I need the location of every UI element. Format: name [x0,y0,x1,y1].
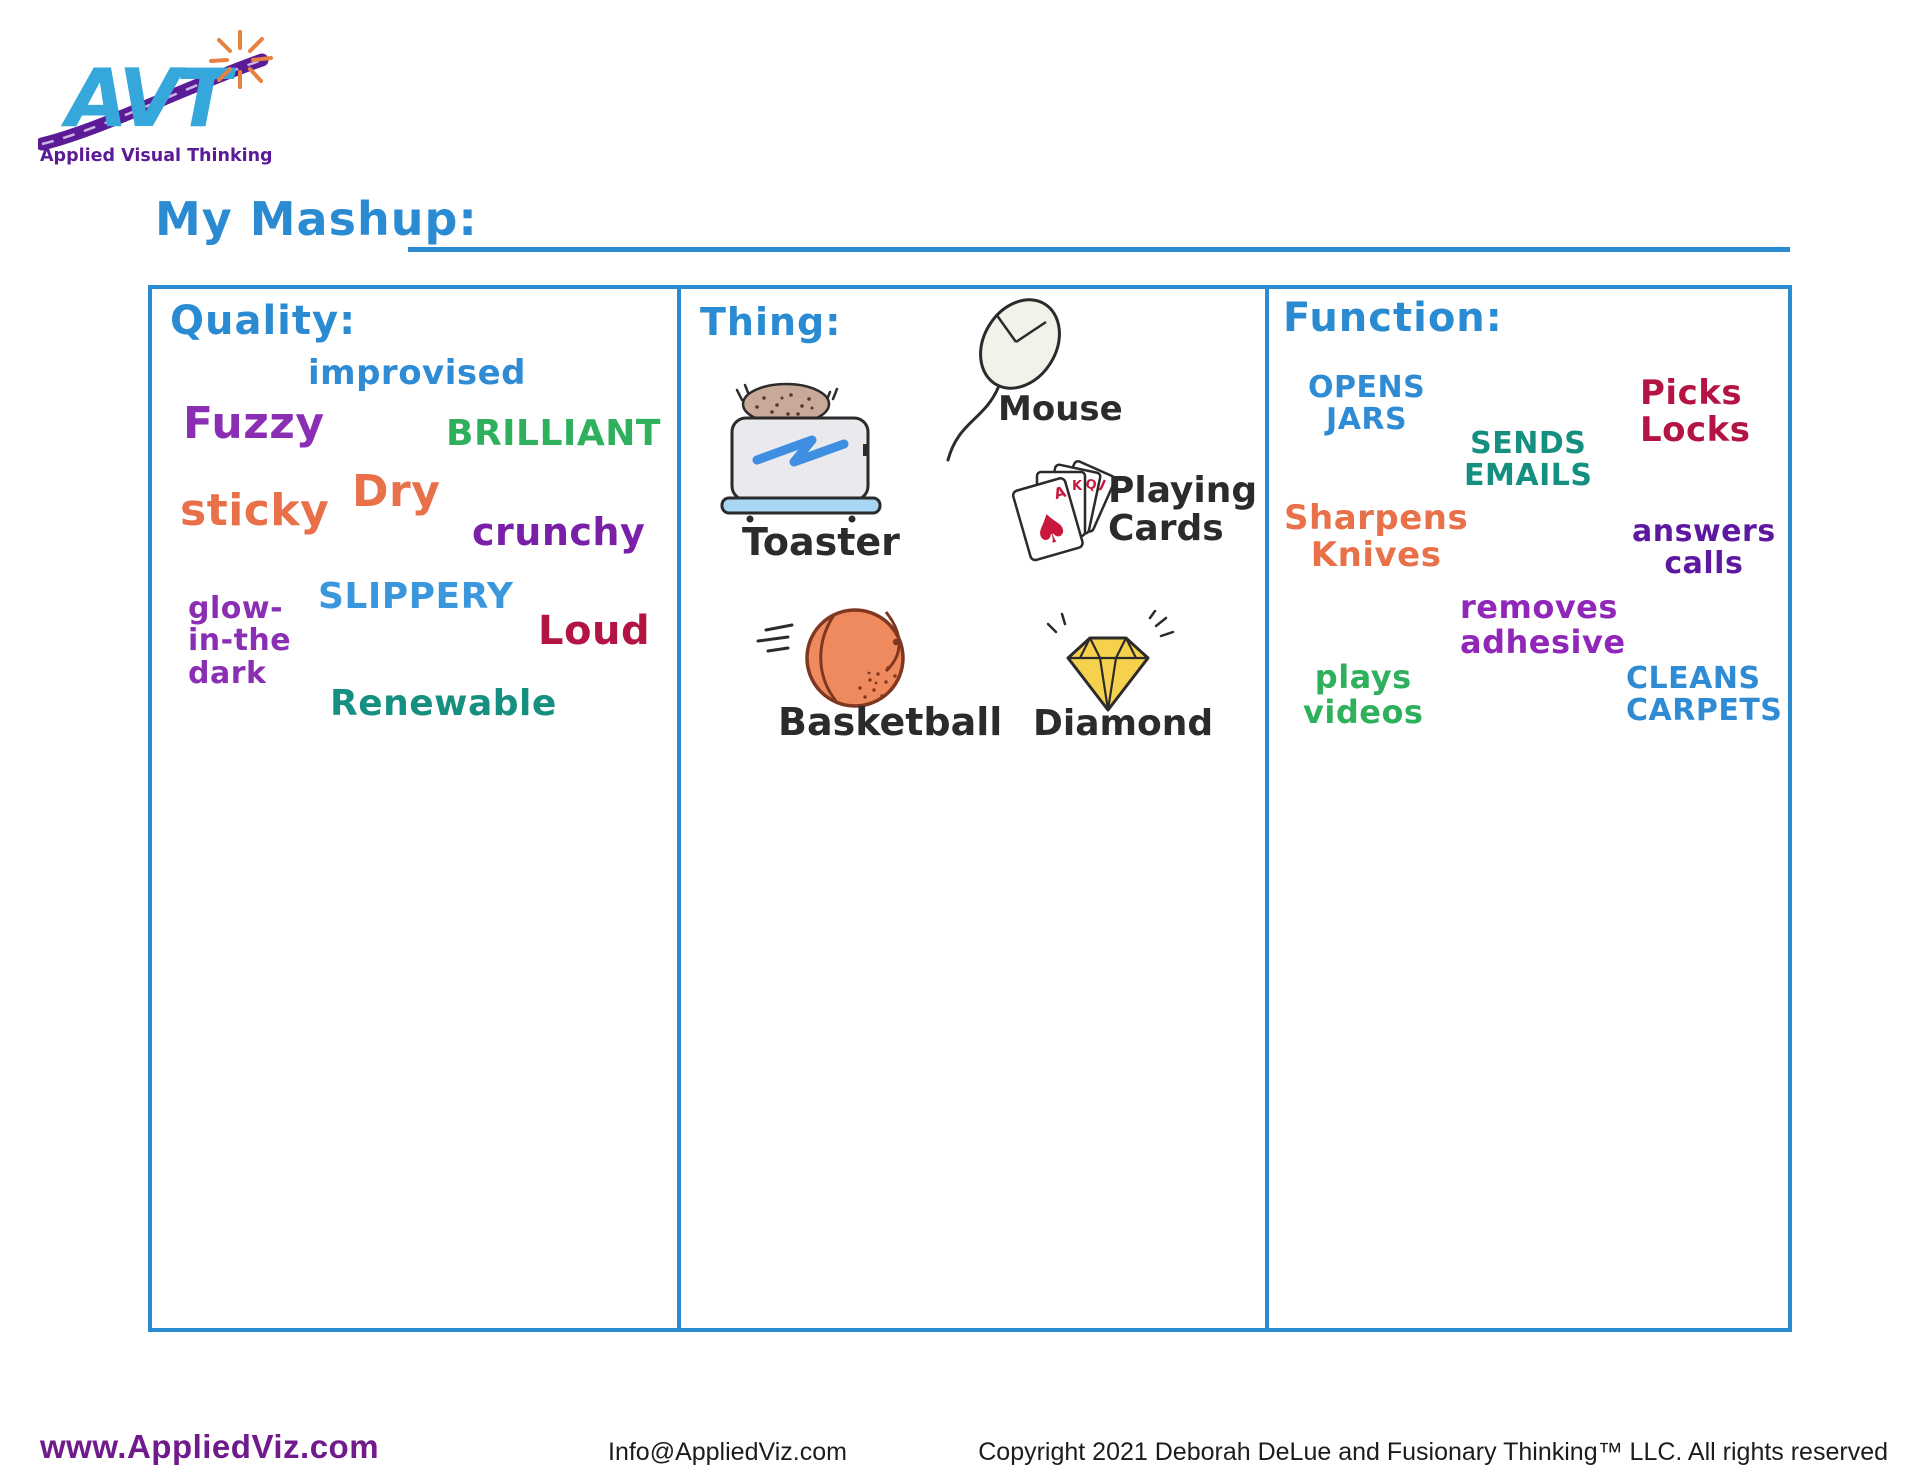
basketball-label: Basketball [778,700,1003,744]
diamond-drawing [1038,609,1178,720]
diamond-label: Diamond [1033,703,1214,744]
page-title: My Mashup: [155,192,478,246]
function-word-sharpens-knives: Sharpens Knives [1284,498,1469,575]
svg-text:A: A [1052,482,1068,503]
column-divider-1 [677,289,681,1328]
title-underline [408,247,1790,252]
copyright-text: Copyright 2021 Deborah DeLue and Fusiona… [978,1438,1888,1466]
quality-heading: Quality: [170,298,357,344]
website-text: www.AppliedViz.com [40,1428,380,1465]
avt-logo: AVT Applied Visual Thinking [35,30,278,168]
quality-word-improvised: improvised [308,353,526,393]
function-word-removes-adhesive: removes adhesive [1460,588,1626,661]
quality-word-brilliant: BRILLIANT [446,413,661,454]
function-word-picks-locks: Picks Locks [1640,373,1751,450]
quality-word-sticky: sticky [180,485,330,536]
column-divider-2 [1265,289,1269,1328]
quality-word-fuzzy: Fuzzy [183,398,325,449]
quality-word-slippery: SLIPPERY [318,576,514,617]
quality-word-renewable: Renewable [330,683,557,724]
quality-word-dry: Dry [352,466,441,517]
logo-acronym: AVT [60,52,236,145]
mashup-board [148,285,1792,1332]
function-word-answers-calls: answers calls [1632,514,1776,582]
function-word-sends-emails: SENDS EMAILS [1464,426,1593,494]
quality-word-loud: Loud [538,608,651,654]
basketball-drawing [750,598,960,718]
svg-text:J: J [1096,477,1107,493]
mouse-label: Mouse [998,389,1123,429]
function-word-opens-jars: OPENS JARS [1308,370,1426,438]
function-word-cleans-carpets: CLEANS CARPETS [1626,661,1783,729]
email-text: Info@AppliedViz.com [608,1438,847,1466]
toaster-drawing [712,378,917,528]
logo-swoosh [35,53,269,151]
logo-tagline: Applied Visual Thinking [40,146,273,166]
toaster-label: Toaster [742,520,900,564]
function-heading: Function: [1283,295,1503,341]
function-word-plays-videos: plays videos [1303,658,1424,731]
svg-text:K: K [1072,479,1083,494]
thing-heading: Thing: [700,300,842,344]
svg-text:Q: Q [1084,477,1098,494]
playing-cards-label: Playing Cards [1108,470,1258,549]
starburst-icon [209,30,273,89]
playing-cards-drawing: J Q K A ♠ [1010,450,1160,600]
quality-word-crunchy: crunchy [472,510,646,554]
mouse-drawing [940,292,1080,477]
quality-word-glow-in-the-dark: glow- in-the dark [188,591,292,691]
